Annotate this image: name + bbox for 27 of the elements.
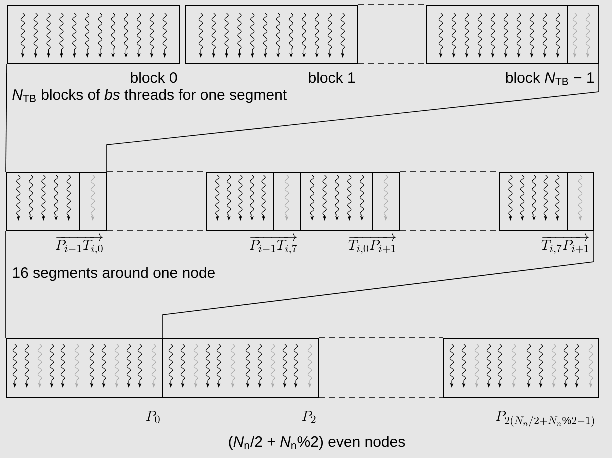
block-box: [300, 172, 400, 231]
zoom-line: [162, 230, 594, 338]
zoom-line: [6, 64, 8, 172]
block-box: [162, 338, 319, 398]
block-label: block N$_{TB}$ − 1: [506, 72, 594, 86]
block-box: [443, 338, 599, 398]
block-label: $\overrightarrow{T_{i,0}P_{i+1}}$: [348, 234, 396, 254]
caption: 16 segments around one node: [13, 267, 215, 282]
block-box: [206, 172, 301, 231]
block-label: $\overrightarrow{T_{i,7}P_{i+1}}$: [542, 234, 589, 254]
dashed-line: [358, 4, 426, 6]
block-box: [6, 338, 163, 398]
block-box: [426, 4, 599, 64]
block-label: $\overrightarrow{P_{i-1}T_{i,0}}$: [56, 234, 103, 254]
block-label: $\overrightarrow{P_{i-1}T_{i,7}}$: [250, 234, 298, 254]
block-box: [185, 5, 358, 64]
zoom-line: [106, 64, 600, 172]
block-label: $P_{2(N_n/2+N_n\%2-1)}$: [496, 411, 594, 427]
block-label: $P_0$: [146, 411, 160, 424]
caption: (N$_{n}$/2 + N$_{n}$%2) even nodes: [229, 436, 406, 450]
block-label: block 1: [309, 72, 356, 84]
block-label: $P_2$: [302, 411, 316, 424]
block-box: [499, 172, 594, 231]
block-box: [7, 5, 180, 64]
block-label: block 0: [131, 72, 178, 84]
caption: N$_{TB}$ blocks of bs threads for one segment: [12, 89, 287, 104]
block-box: [6, 172, 107, 231]
